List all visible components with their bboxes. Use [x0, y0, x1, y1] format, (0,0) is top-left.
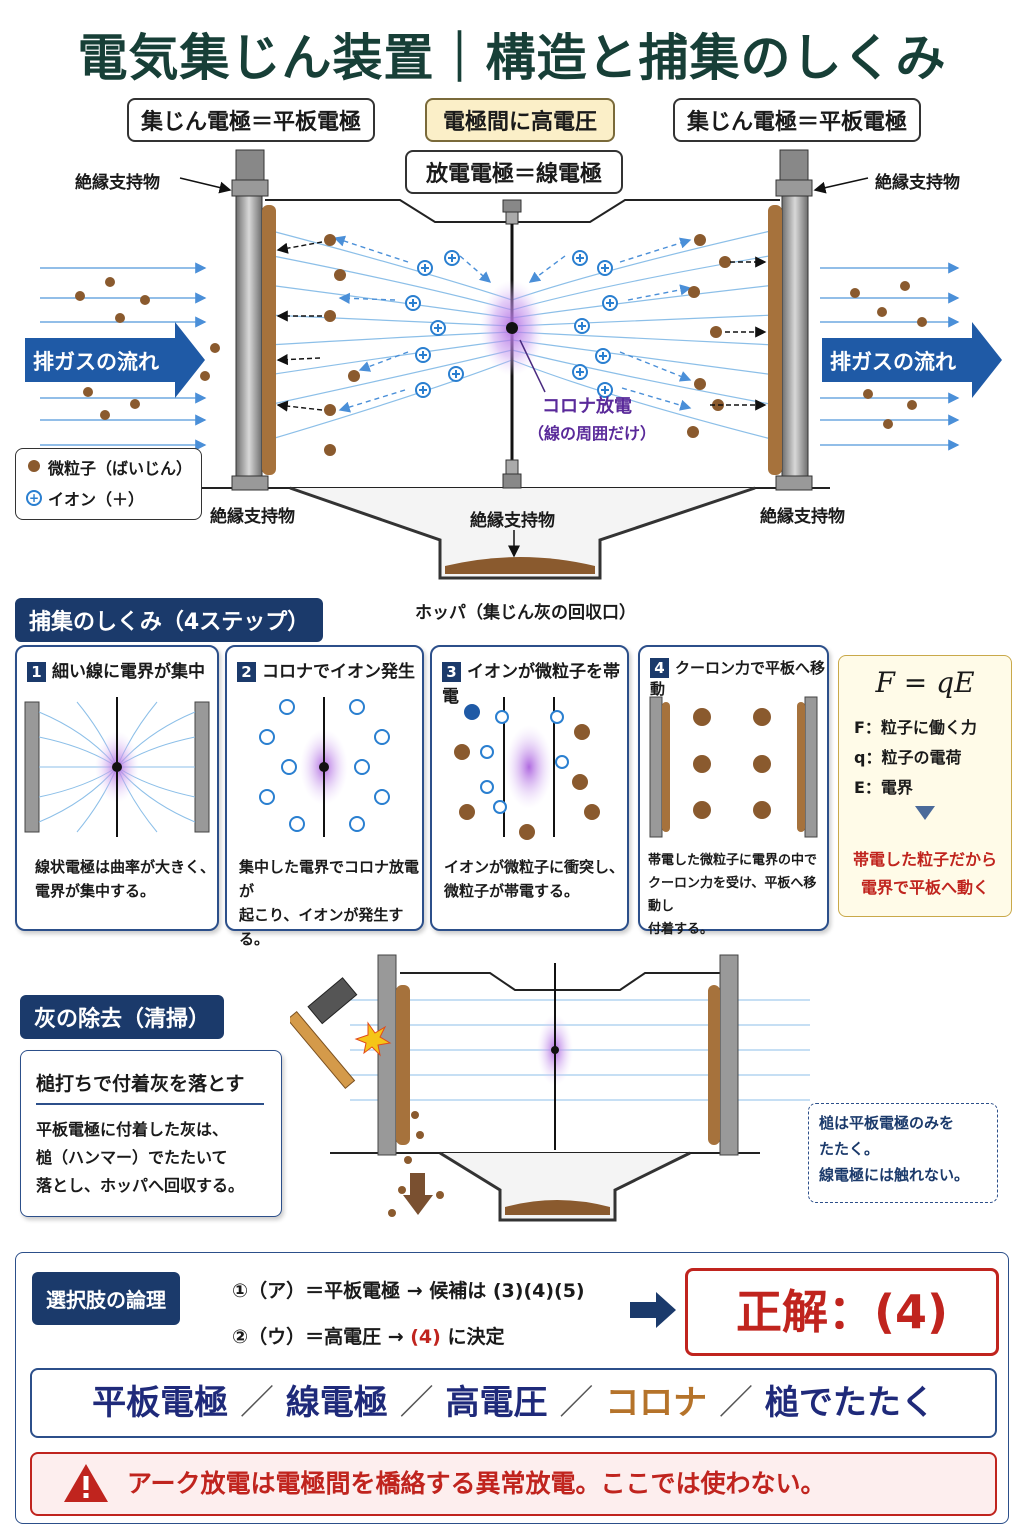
- dust-layer-right: [768, 205, 782, 475]
- steps-title: 捕集のしくみ（4ステップ）: [15, 598, 324, 642]
- legend-particle: 微粒子（ばいじん）: [48, 459, 193, 478]
- label-discharge-electrode: 放電電極＝線電極: [405, 150, 623, 194]
- legend-ion: イオン（＋）: [48, 490, 145, 509]
- keyword-row: 平板電極 ／ 線電極 ／ 高電圧 ／ コロナ ／ 槌でたたく: [30, 1368, 997, 1438]
- answer-label: 選択肢の論理: [32, 1272, 180, 1325]
- ion-plus-signs: [409, 254, 614, 394]
- cleaning-note-3: 線電極には触れない。: [819, 1166, 970, 1184]
- warning-text: アーク放電は電極間を橋絡する異常放電。ここでは使わない。: [127, 1469, 826, 1498]
- step-text-1: 集中した電界でコロナ放電が: [239, 858, 420, 900]
- keyword-voltage: 高電圧: [445, 1383, 548, 1423]
- keyword-plate: 平板電極: [92, 1383, 229, 1423]
- correct-answer: 正解：(4): [685, 1268, 999, 1356]
- step-text-2: クーロン力を受け、平板へ移動し: [648, 876, 817, 914]
- flow-label-left: 排ガスの流れ: [33, 350, 159, 374]
- keyword-sep-4: ／: [719, 1383, 754, 1423]
- label-high-voltage: 電極間に高電圧: [425, 98, 615, 142]
- label-left-electrode: 集じん電極＝平板電極: [127, 98, 375, 142]
- keyword-wire: 線電極: [285, 1383, 388, 1423]
- insulator-label-bc: 絶縁支持物: [470, 511, 555, 531]
- ions: [405, 250, 618, 398]
- step-heading: 細い線に電界が集中: [52, 662, 205, 682]
- answer-line-2c: に決定: [440, 1326, 505, 1348]
- cleaning-note-2: たたく。: [819, 1140, 880, 1158]
- outer-particles: [75, 277, 927, 429]
- flow-arrow-right: [822, 322, 1002, 398]
- step-text-1: 帯電した微粒子に電界の中で: [648, 853, 818, 868]
- hammer-icon: [290, 977, 358, 1090]
- cleaning-text-3: 落とし、ホッパへ回収する。: [36, 1176, 245, 1195]
- corona-label: コロナ放電: [542, 396, 632, 417]
- step-text-1: 線状電極は曲率が大きく、: [35, 858, 216, 876]
- formula-f: F：粒子に働く力: [854, 718, 977, 737]
- right-arrow-icon: [630, 1292, 676, 1328]
- step2-ion-illustration: [259, 697, 390, 837]
- step-card-1: 1 細い線に電界が集中 線状電極は曲率が大きく、電界が集中する。: [15, 645, 219, 931]
- cleaning-box-head: 槌打ちで付着灰を落とす: [36, 1073, 245, 1095]
- step-heading: コロナでイオン発生: [262, 662, 415, 682]
- flow-arrow-left: [25, 322, 205, 398]
- flow-label-right: 排ガスの流れ: [830, 350, 956, 374]
- cleaning-title: 灰の除去（清掃）: [20, 995, 225, 1039]
- answer-line-1: ①（ア）＝平板電極 → 候補は (3)(4)(5): [232, 1280, 585, 1302]
- answer-line-2: ②（ウ）＝高電圧 → (4) に決定: [232, 1322, 504, 1349]
- keyword-hammer: 槌でたたく: [764, 1383, 935, 1423]
- step-number: 2: [237, 662, 256, 682]
- insulator-label-tr: 絶縁支持物: [875, 173, 960, 193]
- warning-icon: [64, 1464, 108, 1502]
- page-title: 電気集じん装置｜構造と捕集のしくみ: [77, 29, 947, 87]
- answer-line-2a: ②（ウ）＝高電圧 →: [232, 1326, 411, 1348]
- keyword-sep-3: ／: [559, 1383, 594, 1423]
- cleaning-text-1: 平板電極に付着した灰は、: [36, 1120, 229, 1139]
- cleaning-note: 槌は平板電極のみを たたく。 線電極には触れない。: [808, 1103, 998, 1203]
- answer-line-2b: (4): [410, 1326, 441, 1348]
- step1-field-illustration: [24, 697, 210, 837]
- step-card-2: 2 コロナでイオン発生 集中した電界でコロナ放電が起こり、イオンが発生する。: [225, 645, 424, 948]
- step-heading: クーロン力で平板へ移動: [650, 659, 826, 698]
- hopper-label: ホッパ（集じん灰の回収口）: [415, 603, 636, 623]
- cleaning-box: 槌打ちで付着灰を落とす 平板電極に付着した灰は、槌（ハンマー）でたたいて落とし、…: [20, 1050, 282, 1217]
- formula-equation: F = qE: [875, 666, 975, 699]
- step-text-2: 微粒子が帯電する。: [444, 882, 580, 900]
- step-number: 1: [27, 662, 46, 682]
- step-text-2: 電界が集中する。: [35, 882, 156, 900]
- step-number: 3: [442, 662, 461, 682]
- corona-sublabel: （線の周囲だけ）: [528, 424, 657, 443]
- keyword-corona: コロナ: [605, 1383, 708, 1423]
- dust-layer-left: [262, 205, 276, 475]
- formula-q: q：粒子の電荷: [854, 748, 962, 767]
- insulator-label-tl: 絶縁支持物: [75, 173, 160, 193]
- formula-e: E：電界: [854, 778, 913, 797]
- formula-conclusion-2: 電界で平板へ動く: [860, 878, 989, 897]
- particle-legend-icon: [28, 460, 40, 472]
- cleaning-diagram: [290, 954, 810, 1222]
- keyword-sep-2: ／: [399, 1383, 434, 1423]
- step-number: 4: [650, 658, 669, 678]
- cleaning-text-2: 槌（ハンマー）でたたいて: [36, 1148, 228, 1167]
- formula-box: F = qE F：粒子に働く力 q：粒子の電荷 E：電界 帯電した粒子だから電界…: [838, 655, 1012, 917]
- step3-charging-illustration: [454, 697, 600, 840]
- step-text-1: イオンが微粒子に衝突し、: [444, 858, 625, 876]
- insulator-label-br: 絶縁支持物: [760, 507, 845, 527]
- cleaning-note-1: 槌は平板電極のみを: [819, 1114, 955, 1132]
- label-right-electrode: 集じん電極＝平板電極: [673, 98, 921, 142]
- step-text-2: 起こり、イオンが発生する。: [239, 906, 404, 948]
- precipitator-diagram: [25, 149, 1002, 580]
- warning-box: アーク放電は電極間を橋絡する異常放電。ここでは使わない。: [30, 1452, 997, 1516]
- step-text-3: 付着する。: [648, 922, 714, 937]
- formula-conclusion-1: 帯電した粒子だから: [852, 850, 997, 869]
- inner-particles: [324, 234, 731, 456]
- keyword-sep-1: ／: [239, 1383, 274, 1423]
- ion-legend-icon: +: [26, 490, 42, 506]
- insulator-label-bl: 絶縁支持物: [210, 507, 295, 527]
- impact-spark-icon: [354, 1021, 392, 1057]
- step4-coulomb-illustration: [649, 696, 818, 838]
- legend: 微粒子（ばいじん） + イオン（＋）: [15, 448, 202, 520]
- down-arrow-icon: [915, 806, 935, 820]
- step-heading: イオンが微粒子を帯電: [442, 662, 620, 707]
